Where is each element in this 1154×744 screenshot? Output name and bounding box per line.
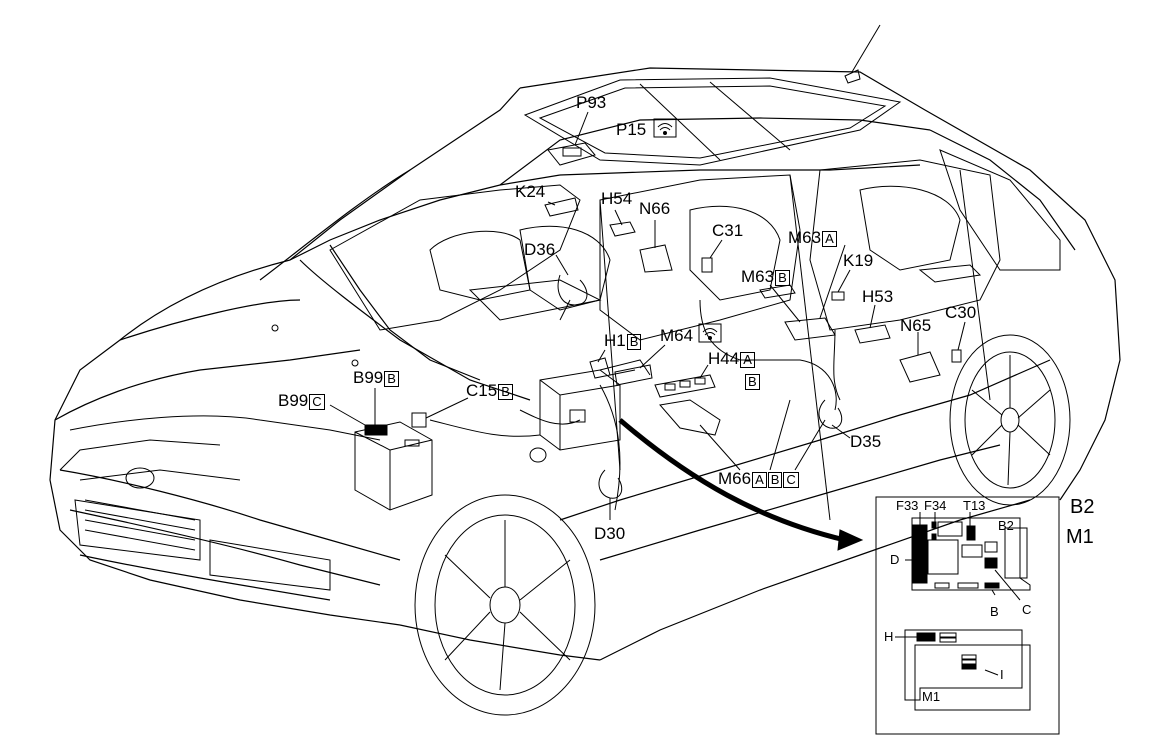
inset-label-f34: F34 — [924, 498, 947, 513]
label-h1-box: B — [626, 333, 642, 350]
label-c15-box: B — [498, 383, 513, 400]
inset-label-h: H — [884, 629, 894, 644]
front-wheel — [414, 494, 596, 716]
fuse-box-inset — [875, 496, 1060, 735]
label-d30: D30 — [594, 524, 626, 543]
fiat-logo-icon — [125, 467, 155, 489]
inset-label-f33: F33 — [896, 498, 919, 513]
label-b99-c-box: C — [309, 393, 325, 410]
inset-label-c: C — [1022, 602, 1032, 617]
rear-wheel — [949, 334, 1071, 506]
inset-label-m1: M1 — [922, 689, 941, 704]
label-h44-text: H44 — [708, 349, 740, 368]
seats — [429, 185, 961, 321]
label-c15-text: C15 — [466, 381, 498, 400]
label-h1-text: H1 — [604, 331, 626, 350]
inset-label-b: B — [990, 604, 999, 619]
label-h44-box-a: A — [740, 351, 755, 368]
battery — [354, 421, 433, 511]
label-m63-b-text: M63 — [741, 267, 775, 286]
inset-title-b2: B2 — [1070, 496, 1095, 518]
label-h44-box-b: B — [745, 373, 760, 390]
windows-and-doors — [329, 149, 1061, 521]
label-k19: K19 — [843, 251, 874, 270]
label-m63-a-text: M63 — [788, 228, 822, 247]
alarm-siren-icon — [653, 118, 677, 138]
label-m66-box-b: B — [767, 471, 783, 488]
label-m66-box-c: C — [783, 471, 799, 488]
label-m66-text: M66 — [718, 469, 752, 488]
sunroof — [523, 77, 902, 166]
label-n65: N65 — [900, 316, 932, 335]
label-p93: P93 — [576, 93, 607, 112]
label-b99-b-text: B99 — [353, 368, 384, 387]
inset-title-m1: M1 — [1066, 526, 1094, 548]
hood-front — [59, 324, 381, 591]
label-p15: P15 — [616, 120, 647, 139]
label-b99-c-text: B99 — [278, 391, 309, 410]
inset-label-d: D — [890, 552, 900, 567]
label-h54: H54 — [601, 189, 633, 208]
label-k24: K24 — [515, 182, 546, 201]
label-d35: D35 — [850, 432, 882, 451]
antenna — [844, 24, 881, 84]
label-c30: C30 — [945, 303, 977, 322]
inset-label-t13: T13 — [963, 498, 986, 513]
inset-label-b2: B2 — [998, 518, 1014, 533]
car-body-outline — [49, 67, 1121, 661]
alarm-siren-icon — [698, 323, 722, 343]
label-n66: N66 — [639, 199, 671, 218]
label-b99-b-box: B — [384, 370, 399, 387]
label-d36: D36 — [524, 240, 556, 259]
label-c31: C31 — [712, 221, 744, 240]
label-m63-a-box: A — [822, 230, 837, 247]
detail-arrow — [618, 418, 864, 551]
inset-label-i: I — [1000, 667, 1004, 682]
label-h44-b: B — [744, 372, 760, 390]
label-m64: M64 — [660, 326, 694, 345]
label-m66-box-a: A — [752, 471, 767, 488]
body-computer — [539, 359, 651, 451]
label-m63-b-box: B — [775, 269, 790, 286]
label-h53: H53 — [862, 287, 894, 306]
component-parts — [329, 111, 966, 520]
